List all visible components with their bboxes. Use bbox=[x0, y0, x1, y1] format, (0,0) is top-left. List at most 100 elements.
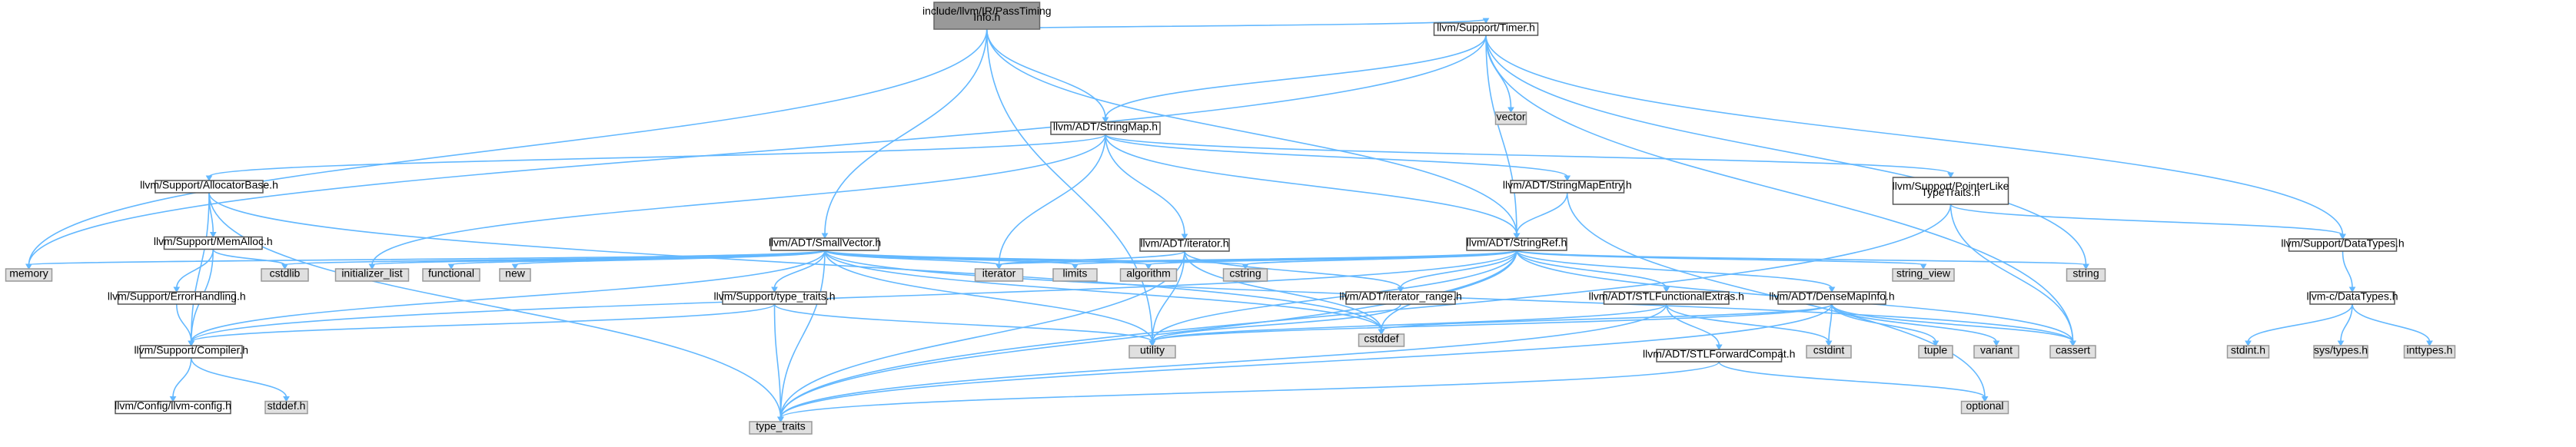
node-tuple: tuple bbox=[1918, 343, 1953, 359]
node-iterrange[interactable]: llvm/ADT/iterator_range.h bbox=[1339, 290, 1462, 305]
node-label-algorithm: algorithm bbox=[1126, 267, 1171, 279]
node-label-compiler: llvm/Support/Compiler.h bbox=[134, 343, 248, 356]
node-typetraitsh[interactable]: llvm/Support/type_traits.h bbox=[714, 290, 836, 305]
node-label-pointerlike: llvm/Support/PointerLike bbox=[1893, 180, 2009, 192]
arrowhead-stringref-to-stlfunc bbox=[1663, 286, 1670, 293]
edge-compiler-to-stddefh bbox=[190, 357, 288, 398]
node-errorhandling[interactable]: llvm/Support/ErrorHandling.h bbox=[108, 290, 246, 305]
arrowhead-stringref-to-iterator bbox=[995, 263, 1002, 270]
node-datatypes[interactable]: llvm/Support/DataTypes.h bbox=[2281, 237, 2405, 252]
edge-timer-to-stringref bbox=[1485, 35, 1517, 235]
edge-stringref-to-type_traits bbox=[779, 250, 1517, 419]
node-vector: vector bbox=[1494, 110, 1527, 125]
edge-stringmap-to-initlist bbox=[371, 134, 1106, 266]
edge-smallvector-to-typetraitsh bbox=[773, 250, 826, 289]
node-memory: memory bbox=[5, 267, 53, 282]
arrowhead-stringref-to-algorithm bbox=[1145, 263, 1152, 270]
arrowhead-memalloc-to-errorhandling bbox=[173, 286, 181, 293]
edge-stringref-to-string bbox=[1516, 250, 2087, 266]
node-cstdint: cstdint bbox=[1806, 343, 1852, 359]
node-type_traits: type_traits bbox=[749, 419, 813, 435]
node-llvmconfig[interactable]: llvm/Config/llvm-config.h bbox=[115, 399, 231, 415]
node-box-timer bbox=[1433, 22, 1539, 36]
edge-stringref-to-compiler bbox=[190, 250, 1517, 343]
node-cdatatypes[interactable]: llvm-c/DataTypes.h bbox=[2306, 290, 2398, 305]
node-stdinth: stdint.h bbox=[2226, 343, 2270, 359]
node-label-root: Info.h bbox=[973, 11, 1000, 23]
node-box-cassert bbox=[2049, 345, 2096, 359]
node-allocatorbase[interactable]: llvm/Support/AllocatorBase.h bbox=[140, 178, 278, 194]
node-memalloc[interactable]: llvm/Support/MemAlloc.h bbox=[154, 235, 273, 250]
node-smallvector[interactable]: llvm/ADT/SmallVector.h bbox=[769, 236, 881, 251]
arrowhead-cdatatypes-to-inttypes bbox=[2426, 340, 2433, 346]
arrowhead-smallvector-to-memory bbox=[25, 263, 32, 270]
node-cstdlib: cstdlib bbox=[261, 267, 309, 282]
edge-stringmap-to-stringref bbox=[1105, 134, 1517, 235]
node-stddefh: stddef.h bbox=[264, 399, 308, 415]
node-box-datatypes bbox=[2288, 238, 2398, 252]
edge-timer-to-cassert bbox=[1485, 35, 2074, 343]
edge-timer-to-string bbox=[1485, 35, 2087, 266]
edge-smallvector-to-new bbox=[514, 250, 826, 266]
node-stringref[interactable]: llvm/ADT/StringRef.h bbox=[1466, 236, 1567, 251]
edge-stringref-to-string_view bbox=[1516, 250, 1924, 266]
node-box-smallvector bbox=[770, 237, 879, 251]
node-inttypes: inttypes.h bbox=[2403, 343, 2456, 359]
node-label-memalloc: llvm/Support/MemAlloc.h bbox=[154, 235, 273, 247]
arrowhead-stringmap-to-pointerlike bbox=[1947, 172, 1954, 178]
node-stringmap[interactable]: llvm/ADT/StringMap.h bbox=[1050, 120, 1161, 135]
node-box-root bbox=[933, 2, 1041, 30]
node-box-densemapinfo bbox=[1777, 291, 1886, 305]
edge-iterrange-to-utility bbox=[1152, 303, 1401, 343]
node-compiler[interactable]: llvm/Support/Compiler.h bbox=[134, 343, 248, 359]
node-box-iteratorh bbox=[1139, 238, 1230, 252]
edge-stlfunc-to-cstdint bbox=[1665, 303, 1830, 343]
edge-smallvector-to-type_traits bbox=[779, 250, 826, 419]
edge-stringmap-to-iteratorh bbox=[1105, 134, 1185, 236]
edge-densemapinfo-to-type_traits bbox=[779, 303, 1833, 419]
edge-stringmap-to-allocatorbase bbox=[208, 134, 1106, 177]
node-box-stddefh bbox=[264, 400, 308, 415]
arrowhead-stringref-to-densemapinfo bbox=[1828, 286, 1836, 293]
edge-root-to-memory bbox=[28, 28, 988, 266]
arrowhead-compiler-to-llvmconfig bbox=[169, 396, 177, 402]
node-label-cstring: cstring bbox=[1229, 267, 1261, 279]
arrowhead-densemapinfo-to-cstdint bbox=[1825, 340, 1833, 346]
node-stringmapentry[interactable]: llvm/ADT/StringMapEntry.h bbox=[1503, 178, 1632, 194]
node-iteratorh[interactable]: llvm/ADT/iterator.h bbox=[1139, 237, 1230, 252]
node-label-vector: vector bbox=[1496, 110, 1525, 122]
arrowhead-smallvector-to-functional bbox=[447, 263, 455, 270]
edge-memalloc-to-errorhandling bbox=[175, 249, 214, 289]
edge-densemapinfo-to-cstddef bbox=[1381, 303, 1833, 331]
edge-memalloc-to-cstdlib bbox=[212, 249, 286, 266]
node-label-iterrange: llvm/ADT/iterator_range.h bbox=[1339, 290, 1462, 302]
node-box-cdatatypes bbox=[2309, 291, 2395, 305]
arrowhead-smallvector-to-typetraitsh bbox=[771, 286, 778, 293]
arrowhead-densemapinfo-to-tuple bbox=[1932, 340, 1939, 346]
node-box-cstddef bbox=[1358, 333, 1405, 347]
arrowhead-densemapinfo-to-utility bbox=[1148, 340, 1156, 346]
edge-stringmap-to-pointerlike bbox=[1105, 134, 1952, 174]
edge-stringref-to-iterator bbox=[998, 250, 1517, 266]
node-box-limits bbox=[1052, 268, 1098, 282]
node-box-stringmap bbox=[1050, 121, 1161, 135]
arrowhead-root-to-timer bbox=[1482, 18, 1490, 24]
node-algorithm: algorithm bbox=[1119, 267, 1178, 282]
node-box-type_traits bbox=[749, 421, 813, 435]
node-box-utility bbox=[1128, 345, 1176, 359]
dependency-edges bbox=[25, 18, 2433, 422]
edge-root-to-timer bbox=[986, 18, 1487, 30]
node-stlforward[interactable]: llvm/ADT/STLForwardCompat.h bbox=[1643, 347, 1795, 363]
arrowhead-stlfunc-to-stlforward bbox=[1715, 344, 1723, 350]
node-densemapinfo[interactable]: llvm/ADT/DenseMapInfo.h bbox=[1769, 290, 1895, 305]
node-box-iterator bbox=[974, 268, 1024, 282]
edge-pointerlike-to-cassert bbox=[1949, 204, 2074, 343]
edge-iteratorh-to-iterator bbox=[998, 250, 1185, 266]
node-box-stdinth bbox=[2226, 345, 2270, 359]
node-stlfunc[interactable]: llvm/ADT/STLFunctionalExtras.h bbox=[1589, 290, 1744, 305]
node-timer[interactable]: llvm/Support/Timer.h bbox=[1433, 21, 1539, 36]
edge-typetraitsh-to-compiler bbox=[190, 303, 776, 343]
edge-root-to-smallvector bbox=[824, 28, 988, 235]
